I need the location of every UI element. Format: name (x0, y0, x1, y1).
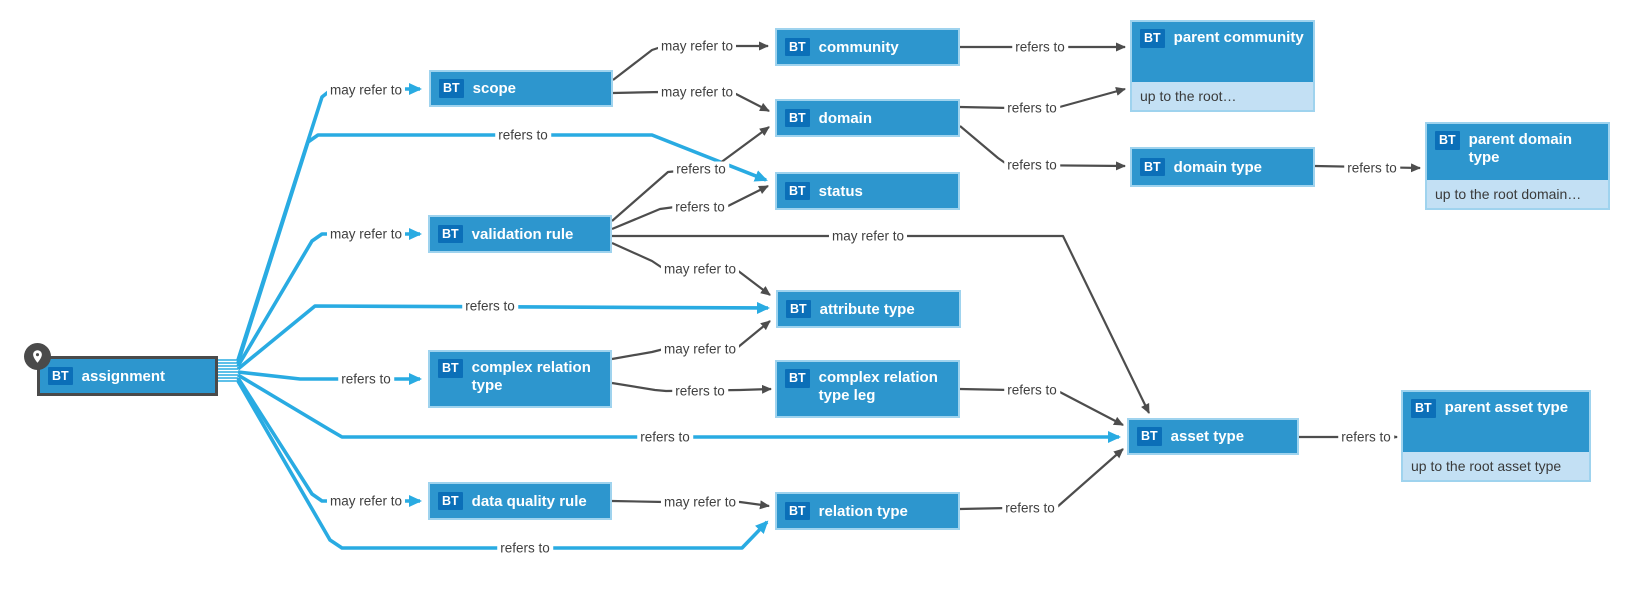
node-label: relation type (818, 502, 908, 520)
edge-label-may-refer-to: may refer to (828, 228, 908, 244)
bt-badge: BT (786, 299, 811, 319)
edge-label-refers-to: refers to (495, 127, 551, 143)
node-label: parent asset type (1444, 399, 1569, 416)
node-data-quality-rule[interactable]: BT data quality rule (428, 482, 612, 520)
edge-label-refers-to: refers to (1004, 100, 1060, 116)
pin-icon (24, 343, 51, 370)
node-parent-asset-type[interactable]: BT parent asset type up to the root asse… (1401, 390, 1591, 482)
node-domain[interactable]: BT domain (775, 99, 960, 137)
node-label: assignment (81, 367, 166, 385)
edge-label-refers-to: refers to (497, 540, 553, 556)
bt-badge: BT (439, 79, 464, 98)
bt-badge: BT (438, 491, 463, 511)
node-validation-rule[interactable]: BT validation rule (428, 215, 612, 253)
node-assignment[interactable]: BT assignment (37, 356, 218, 396)
node-parent-domain-type[interactable]: BT parent domain type up to the root dom… (1425, 122, 1610, 210)
node-asset-type[interactable]: BT asset type (1127, 418, 1299, 455)
node-attribute-type[interactable]: BT attribute type (776, 290, 961, 328)
node-title: BT parent community (1132, 22, 1313, 82)
edge-label-may-refer-to: may refer to (326, 82, 406, 98)
node-subtitle: up to the root… (1132, 82, 1313, 110)
node-label: status (818, 182, 863, 200)
node-label: data quality rule (471, 492, 587, 510)
node-status[interactable]: BT status (775, 172, 960, 210)
bt-badge: BT (785, 108, 810, 128)
node-domain-type[interactable]: BT domain type (1130, 147, 1315, 187)
node-label: complex relation type leg (818, 369, 938, 404)
node-scope[interactable]: BT scope (429, 70, 613, 107)
edge-label-may-refer-to: may refer to (326, 226, 406, 242)
edge-label-refers-to: refers to (338, 371, 394, 387)
edge-label-may-refer-to: may refer to (660, 261, 740, 277)
bt-badge: BT (1137, 427, 1162, 446)
bt-badge: BT (438, 224, 463, 244)
edge-label-refers-to: refers to (672, 199, 728, 215)
bt-badge: BT (785, 37, 810, 57)
edge-label-may-refer-to: may refer to (660, 494, 740, 510)
edge-label-may-refer-to: may refer to (326, 493, 406, 509)
bt-badge: BT (48, 366, 73, 386)
node-label: attribute type (819, 300, 915, 318)
node-title: BT parent asset type (1403, 392, 1589, 452)
node-label: parent domain type (1468, 131, 1573, 166)
bt-badge: BT (1140, 157, 1165, 177)
bt-badge: BT (785, 501, 810, 521)
edge-label-refers-to: refers to (1002, 500, 1058, 516)
bt-badge: BT (1411, 399, 1436, 418)
edge-label-may-refer-to: may refer to (660, 341, 740, 357)
node-label: scope (472, 80, 517, 97)
edge-label-may-refer-to: may refer to (657, 84, 737, 100)
bt-badge: BT (1140, 29, 1165, 48)
edge-label-refers-to: refers to (673, 161, 729, 177)
edge-label-refers-to: refers to (1012, 39, 1068, 55)
node-complex-relation-type-leg[interactable]: BT complex relation type leg (775, 360, 960, 418)
edge-label-refers-to: refers to (637, 429, 693, 445)
node-subtitle: up to the root domain… (1427, 180, 1608, 208)
node-label: domain (818, 109, 873, 127)
bt-badge: BT (785, 181, 810, 201)
node-label: validation rule (471, 225, 574, 243)
edge-label-refers-to: refers to (462, 298, 518, 314)
edge-label-refers-to: refers to (1344, 160, 1400, 176)
edge-label-may-refer-to: may refer to (657, 38, 737, 54)
node-label: domain type (1173, 158, 1263, 176)
node-subtitle: up to the root asset type (1403, 452, 1589, 480)
bt-badge: BT (785, 369, 810, 388)
assignment-edge-stubs (218, 359, 238, 382)
node-label: asset type (1170, 428, 1245, 445)
edge-label-refers-to: refers to (1004, 382, 1060, 398)
edge-label-refers-to: refers to (1004, 157, 1060, 173)
node-parent-community[interactable]: BT parent community up to the root… (1130, 20, 1315, 112)
node-complex-relation-type[interactable]: BT complex relation type (428, 350, 612, 408)
node-title: BT parent domain type (1427, 124, 1608, 180)
edge-label-refers-to: refers to (1338, 429, 1394, 445)
node-label: parent community (1173, 29, 1304, 46)
node-label: complex relation type (471, 359, 591, 394)
bt-badge: BT (1435, 131, 1460, 150)
node-label: community (818, 38, 899, 56)
node-community[interactable]: BT community (775, 28, 960, 66)
bt-badge: BT (438, 359, 463, 378)
node-relation-type[interactable]: BT relation type (775, 492, 960, 530)
edge-label-refers-to: refers to (672, 383, 728, 399)
